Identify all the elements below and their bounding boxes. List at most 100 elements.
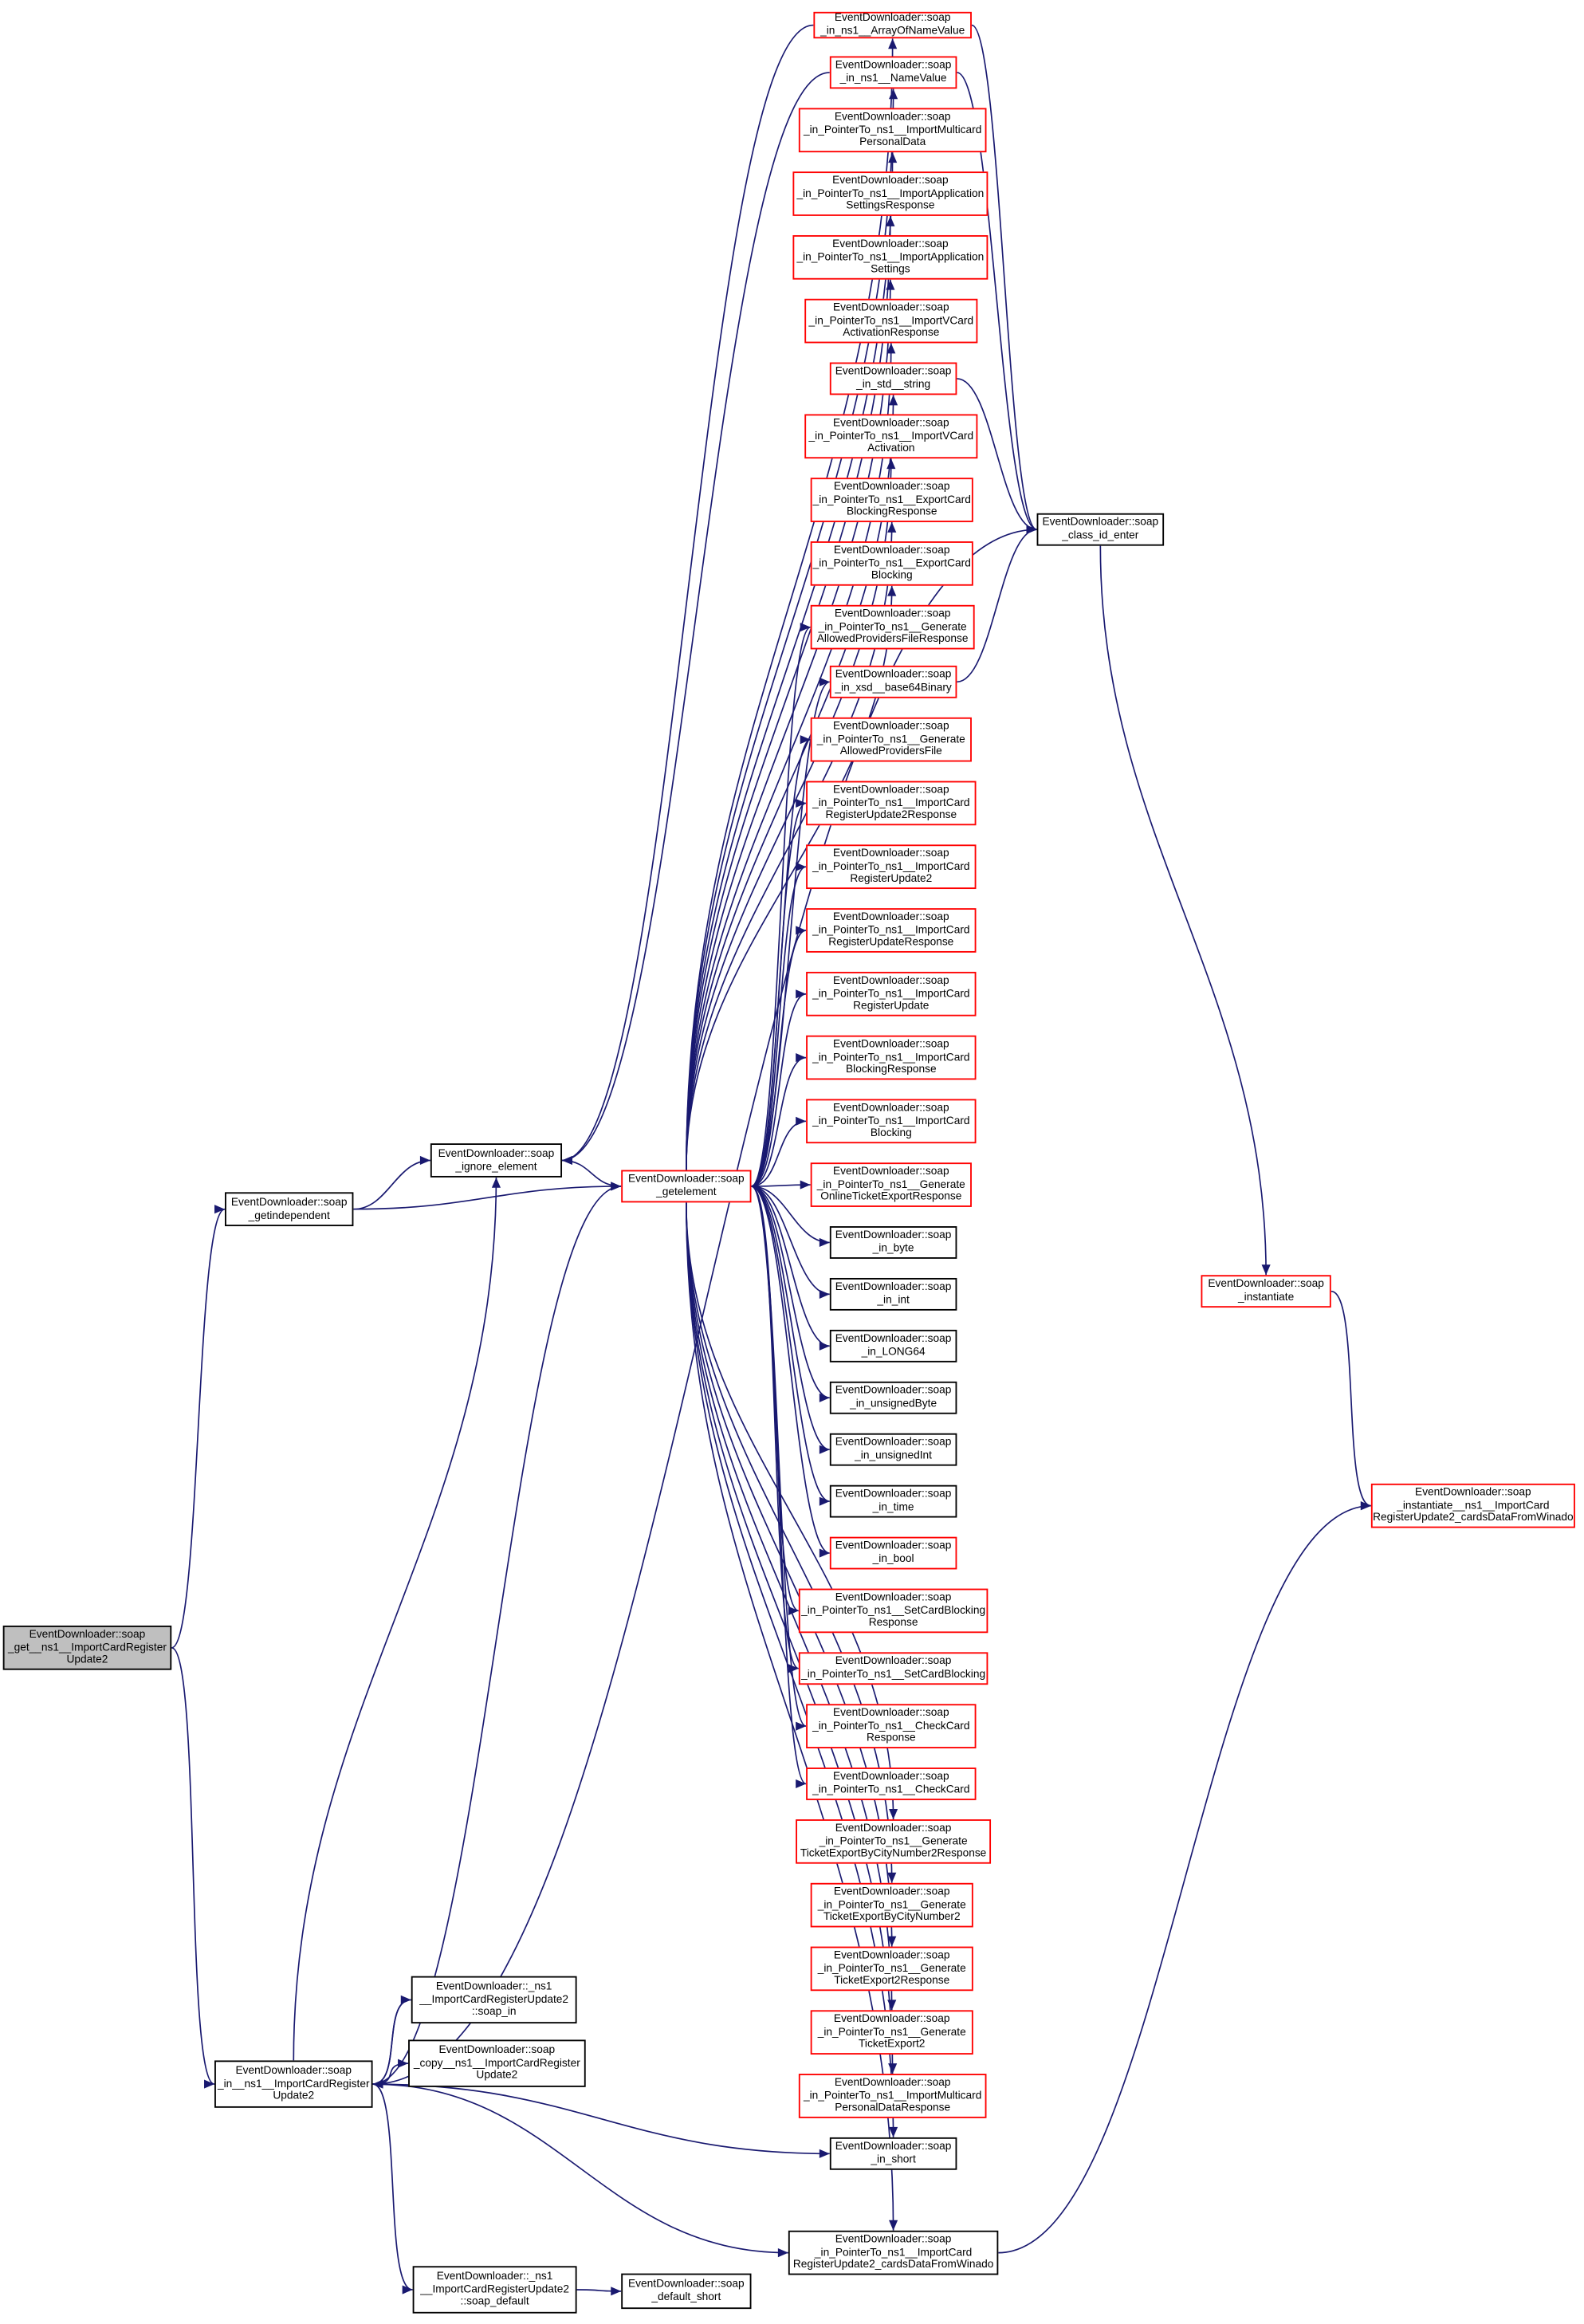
node-label-line: EventDownloader::soap [835, 364, 952, 378]
graph-node-m24[interactable]: EventDownloader::soap_in_unsignedByte [829, 1381, 957, 1414]
call-edge [562, 72, 830, 1162]
graph-node-m20[interactable]: EventDownloader::soap_in_PointerTo_ns1__… [810, 1162, 972, 1207]
graph-node-m36[interactable]: EventDownloader::soap_in_PointerTo_ns1__… [798, 2074, 987, 2118]
node-label-line: PersonalDataResponse [835, 2101, 951, 2114]
graph-node-m09[interactable]: EventDownloader::soap_in_PointerTo_ns1__… [810, 478, 973, 522]
arrowhead-icon [889, 2220, 898, 2231]
arrowhead-icon [796, 1721, 807, 1731]
call-edge [171, 1208, 226, 1649]
arrowhead-icon [1026, 525, 1037, 534]
node-label-line: Update2 [273, 2089, 315, 2102]
graph-node-m14[interactable]: EventDownloader::soap_in_PointerTo_ns1__… [806, 781, 977, 826]
graph-node-m23[interactable]: EventDownloader::soap_in_LONG64 [829, 1329, 957, 1363]
graph-node-m22[interactable]: EventDownloader::soap_in_int [829, 1277, 957, 1311]
graph-node-m25[interactable]: EventDownloader::soap_in_unsignedInt [829, 1433, 957, 1466]
graph-node-m17[interactable]: EventDownloader::soap_in_PointerTo_ns1__… [806, 971, 977, 1017]
arrowhead-icon [887, 2000, 897, 2011]
graph-node-soap-copy[interactable]: EventDownloader::soap_copy__ns1__ImportC… [408, 2039, 586, 2087]
graph-node-m07[interactable]: EventDownloader::soap_in_std__string [829, 362, 957, 395]
node-label-line: EventDownloader::soap [833, 479, 950, 494]
node-label-line: _instantiate__ns1__ImportCard [1397, 1497, 1550, 1512]
node-label-line: _in_PointerTo_ns1__SetCardBlocking [801, 1602, 986, 1617]
graph-node-m16[interactable]: EventDownloader::soap_in_PointerTo_ns1__… [806, 908, 977, 953]
graph-node-ns1-soap-default[interactable]: EventDownloader::_ns1__ImportCardRegiste… [412, 2266, 577, 2314]
node-label-line: _in_PointerTo_ns1__ImportCard [812, 795, 970, 809]
node-label-line: EventDownloader::soap [628, 2277, 745, 2291]
node-label-line: _in_PointerTo_ns1__ImportMulticard [804, 122, 982, 136]
arrowhead-icon [889, 395, 898, 406]
graph-node-m15[interactable]: EventDownloader::soap_in_PointerTo_ns1__… [806, 844, 977, 890]
graph-node-ignore-element[interactable]: EventDownloader::soap_ignore_element [430, 1143, 563, 1178]
graph-node-getindependent[interactable]: EventDownloader::soap_getindependent [225, 1192, 354, 1227]
node-label-line: _in_byte [872, 1241, 914, 1255]
graph-node-m08[interactable]: EventDownloader::soap_in_PointerTo_ns1__… [804, 414, 978, 459]
graph-node-m02[interactable]: EventDownloader::soap_in_ns1__NameValue [829, 56, 957, 89]
node-label-line: EventDownloader::soap [832, 1100, 949, 1115]
arrowhead-icon [819, 1341, 830, 1351]
node-label-line: _in_PointerTo_ns1__ImportVCard [808, 313, 974, 327]
node-label-line: EventDownloader::soap [833, 1884, 950, 1898]
graph-node-m21[interactable]: EventDownloader::soap_in_byte [829, 1226, 957, 1259]
graph-node-m06[interactable]: EventDownloader::soap_in_PointerTo_ns1__… [804, 298, 978, 344]
graph-node-m31[interactable]: EventDownloader::soap_in_PointerTo_ns1__… [806, 1768, 977, 1800]
node-label-line: Activation [867, 441, 915, 455]
node-label-line: _in_PointerTo_ns1__SetCardBlocking [801, 1666, 986, 1681]
graph-node-m05[interactable]: EventDownloader::soap_in_PointerTo_ns1__… [792, 234, 989, 280]
graph-node-m27[interactable]: EventDownloader::soap_in_bool [829, 1536, 957, 1570]
graph-node-m28[interactable]: EventDownloader::soap_in_PointerTo_ns1__… [798, 1588, 989, 1634]
arrowhead-icon [887, 1872, 897, 1883]
node-label-line: _in_PointerTo_ns1__Generate [818, 619, 967, 633]
node-label-line: EventDownloader::soap [832, 1164, 949, 1178]
arrowhead-icon [1360, 1501, 1371, 1511]
node-label-line: _in_bool [872, 1551, 914, 1565]
node-label-line: _in_time [872, 1500, 914, 1513]
graph-node-m26[interactable]: EventDownloader::soap_in_time [829, 1484, 957, 1518]
node-label-line: _in_PointerTo_ns1__Generate [816, 1177, 965, 1190]
graph-node-m32[interactable]: EventDownloader::soap_in_PointerTo_ns1__… [796, 1819, 992, 1864]
graph-node-m12[interactable]: EventDownloader::soap_in_xsd__base64Bina… [829, 665, 957, 698]
node-label-line: Response [866, 1731, 916, 1744]
call-edge [372, 2083, 788, 2254]
node-label-line: _in_PointerTo_ns1__ImportCard [812, 1113, 970, 1127]
node-label-line: EventDownloader::soap [835, 1435, 952, 1449]
graph-node-m29[interactable]: EventDownloader::soap_in_PointerTo_ns1__… [798, 1652, 989, 1685]
call-edge [686, 1202, 894, 2231]
graph-node-m35[interactable]: EventDownloader::soap_in_PointerTo_ns1__… [810, 2010, 973, 2055]
graph-node-m37[interactable]: EventDownloader::soap_in_short [829, 2137, 957, 2170]
arrowhead-icon [889, 2126, 898, 2137]
graph-node-default-short[interactable]: EventDownloader::soap_default_short [621, 2273, 752, 2310]
node-label-line: _in_short [871, 2152, 916, 2166]
graph-node-m33[interactable]: EventDownloader::soap_in_PointerTo_ns1__… [810, 1882, 973, 1928]
call-edge [751, 930, 807, 1187]
node-label-line: ::soap_default [460, 2295, 529, 2308]
node-label-line: EventDownloader::soap [832, 1769, 949, 1783]
graph-node-ns1-soap-in[interactable]: EventDownloader::_ns1__ImportCardRegiste… [411, 1976, 577, 2024]
graph-node-m10[interactable]: EventDownloader::soap_in_PointerTo_ns1__… [810, 541, 973, 586]
graph-node-in-ns1-icru2[interactable]: EventDownloader::soap_in__ns1__ImportCar… [214, 2060, 373, 2108]
graph-node-m18[interactable]: EventDownloader::soap_in_PointerTo_ns1__… [806, 1035, 977, 1080]
graph-node-instantiate[interactable]: EventDownloader::soap_instantiate [1201, 1275, 1331, 1308]
graph-node-m19[interactable]: EventDownloader::soap_in_PointerTo_ns1__… [806, 1099, 977, 1144]
graph-node-m13[interactable]: EventDownloader::soap_in_PointerTo_ns1__… [810, 717, 972, 762]
node-label-line: _in_unsignedByte [850, 1396, 937, 1410]
node-label-line: _in_PointerTo_ns1__ImportCard [814, 2244, 973, 2259]
node-label-line: EventDownloader::soap [834, 606, 951, 620]
graph-node-instantiate-ns1[interactable]: EventDownloader::soap_instantiate__ns1__… [1370, 1483, 1575, 1528]
node-label-line: EventDownloader::soap [1415, 1484, 1531, 1499]
graph-node-m11[interactable]: EventDownloader::soap_in_PointerTo_ns1__… [810, 604, 975, 650]
graph-node-m30[interactable]: EventDownloader::soap_in_PointerTo_ns1__… [806, 1704, 977, 1748]
node-label-line: _class_id_enter [1062, 528, 1139, 542]
arrowhead-icon [1261, 1264, 1271, 1276]
graph-node-root[interactable]: EventDownloader::soap_get__ns1__ImportCa… [2, 1625, 172, 1670]
graph-node-class-id-enter[interactable]: EventDownloader::soap_class_id_enter [1036, 513, 1165, 546]
graph-node-m03[interactable]: EventDownloader::soap_in_PointerTo_ns1__… [798, 108, 987, 153]
graph-node-m01[interactable]: EventDownloader::soap_in_ns1__ArrayOfNam… [813, 11, 972, 39]
node-label-line: BlockingResponse [846, 1062, 937, 1076]
arrowhead-icon [204, 2079, 215, 2089]
arrowhead-icon [800, 735, 811, 745]
graph-node-m34[interactable]: EventDownloader::soap_in_PointerTo_ns1__… [810, 1946, 973, 1992]
graph-node-m04[interactable]: EventDownloader::soap_in_PointerTo_ns1__… [792, 171, 989, 216]
graph-node-getelement[interactable]: EventDownloader::soap_getelement [621, 1170, 752, 1203]
graph-node-m38[interactable]: EventDownloader::soap_in_PointerTo_ns1__… [788, 2230, 999, 2275]
